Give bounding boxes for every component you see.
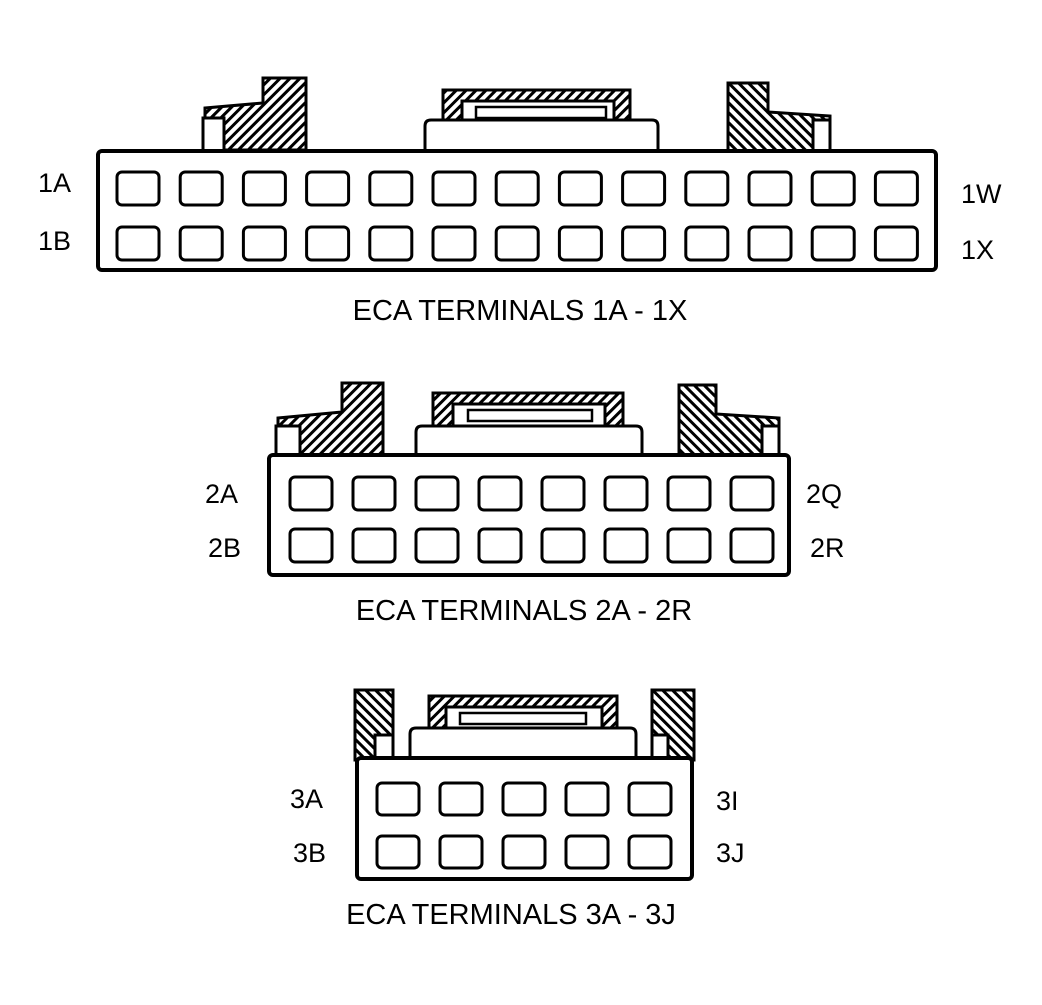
pin-cavity [729, 527, 775, 564]
pin-cavity [178, 170, 224, 207]
pin-cavity [540, 475, 586, 512]
pin-cavity [564, 834, 610, 870]
center-key-3 [408, 694, 638, 760]
pin-cavity [729, 475, 775, 512]
pin-cavity [305, 170, 351, 207]
pin-cavity [414, 527, 460, 564]
pin-cavity [540, 527, 586, 564]
connector-3: 3A 3B 3I 3J ECA TERMINALS 3A - 3J [290, 688, 745, 931]
pin-cavity [241, 170, 287, 207]
pin-cavity [684, 225, 730, 262]
pin-cavity [115, 170, 161, 207]
pin-cavity [305, 225, 351, 262]
pin-cavity [288, 527, 334, 564]
pin-cavity [557, 225, 603, 262]
pin-cavity [603, 475, 649, 512]
pin-cavity [477, 475, 523, 512]
caption-1: ECA TERMINALS 1A - 1X [353, 295, 688, 327]
pin-cavity [501, 781, 547, 817]
pin-grid-1 [115, 170, 919, 262]
pin-cavity [666, 475, 712, 512]
pin-cavity [375, 781, 421, 817]
pin-cavity [627, 781, 673, 817]
label-3j: 3J [716, 838, 745, 868]
pin-cavity [241, 225, 287, 262]
pin-grid-2 [288, 475, 775, 564]
left-latch-1 [201, 76, 308, 152]
pin-cavity [368, 170, 414, 207]
label-1x: 1X [961, 235, 994, 265]
pin-cavity [501, 834, 547, 870]
pin-cavity [627, 834, 673, 870]
label-1a: 1A [38, 168, 71, 198]
pin-cavity [375, 834, 421, 870]
pin-cavity [666, 527, 712, 564]
pin-cavity [477, 527, 523, 564]
label-3i: 3I [716, 786, 739, 816]
pin-cavity [438, 834, 484, 870]
pin-cavity [684, 170, 730, 207]
pin-cavity [414, 475, 460, 512]
connector-1: 1A 1B 1W 1X ECA TERMINALS 1A - 1X [38, 76, 1002, 327]
pin-cavity [431, 170, 477, 207]
pin-cavity [621, 170, 667, 207]
right-latch-1 [726, 81, 832, 154]
pin-cavity [494, 170, 540, 207]
right-latch-3 [650, 688, 696, 762]
pin-cavity [810, 225, 856, 262]
pin-cavity [564, 781, 610, 817]
center-key-2 [414, 391, 644, 456]
left-latch-3 [353, 688, 395, 762]
center-key-1 [423, 88, 660, 152]
pin-cavity [494, 225, 540, 262]
pin-cavity [438, 781, 484, 817]
label-2q: 2Q [806, 479, 842, 509]
pin-cavity [747, 170, 793, 207]
pin-cavity [557, 170, 603, 207]
connector-2: 2A 2B 2Q 2R ECA TERMINALS 2A - 2R [205, 381, 845, 627]
pin-cavity [351, 475, 397, 512]
right-latch-2 [677, 383, 781, 458]
pin-cavity [747, 225, 793, 262]
caption-3: ECA TERMINALS 3A - 3J [346, 899, 676, 931]
label-1w: 1W [961, 179, 1002, 209]
connector-2-body [267, 453, 791, 577]
label-3a: 3A [290, 784, 323, 814]
pin-cavity [368, 225, 414, 262]
pin-cavity [873, 225, 919, 262]
label-3b: 3B [293, 838, 326, 868]
pin-cavity [621, 225, 667, 262]
pin-grid-3 [375, 781, 673, 870]
label-1b: 1B [38, 226, 71, 256]
caption-2: ECA TERMINALS 2A - 2R [356, 595, 692, 627]
label-2a: 2A [205, 479, 238, 509]
pin-cavity [288, 475, 334, 512]
pin-cavity [178, 225, 224, 262]
pin-cavity [351, 527, 397, 564]
label-2r: 2R [810, 533, 845, 563]
left-latch-2 [274, 381, 385, 458]
pin-cavity [810, 170, 856, 207]
pin-cavity [873, 170, 919, 207]
pin-cavity [115, 225, 161, 262]
label-2b: 2B [208, 533, 241, 563]
pin-cavity [603, 527, 649, 564]
pin-cavity [431, 225, 477, 262]
